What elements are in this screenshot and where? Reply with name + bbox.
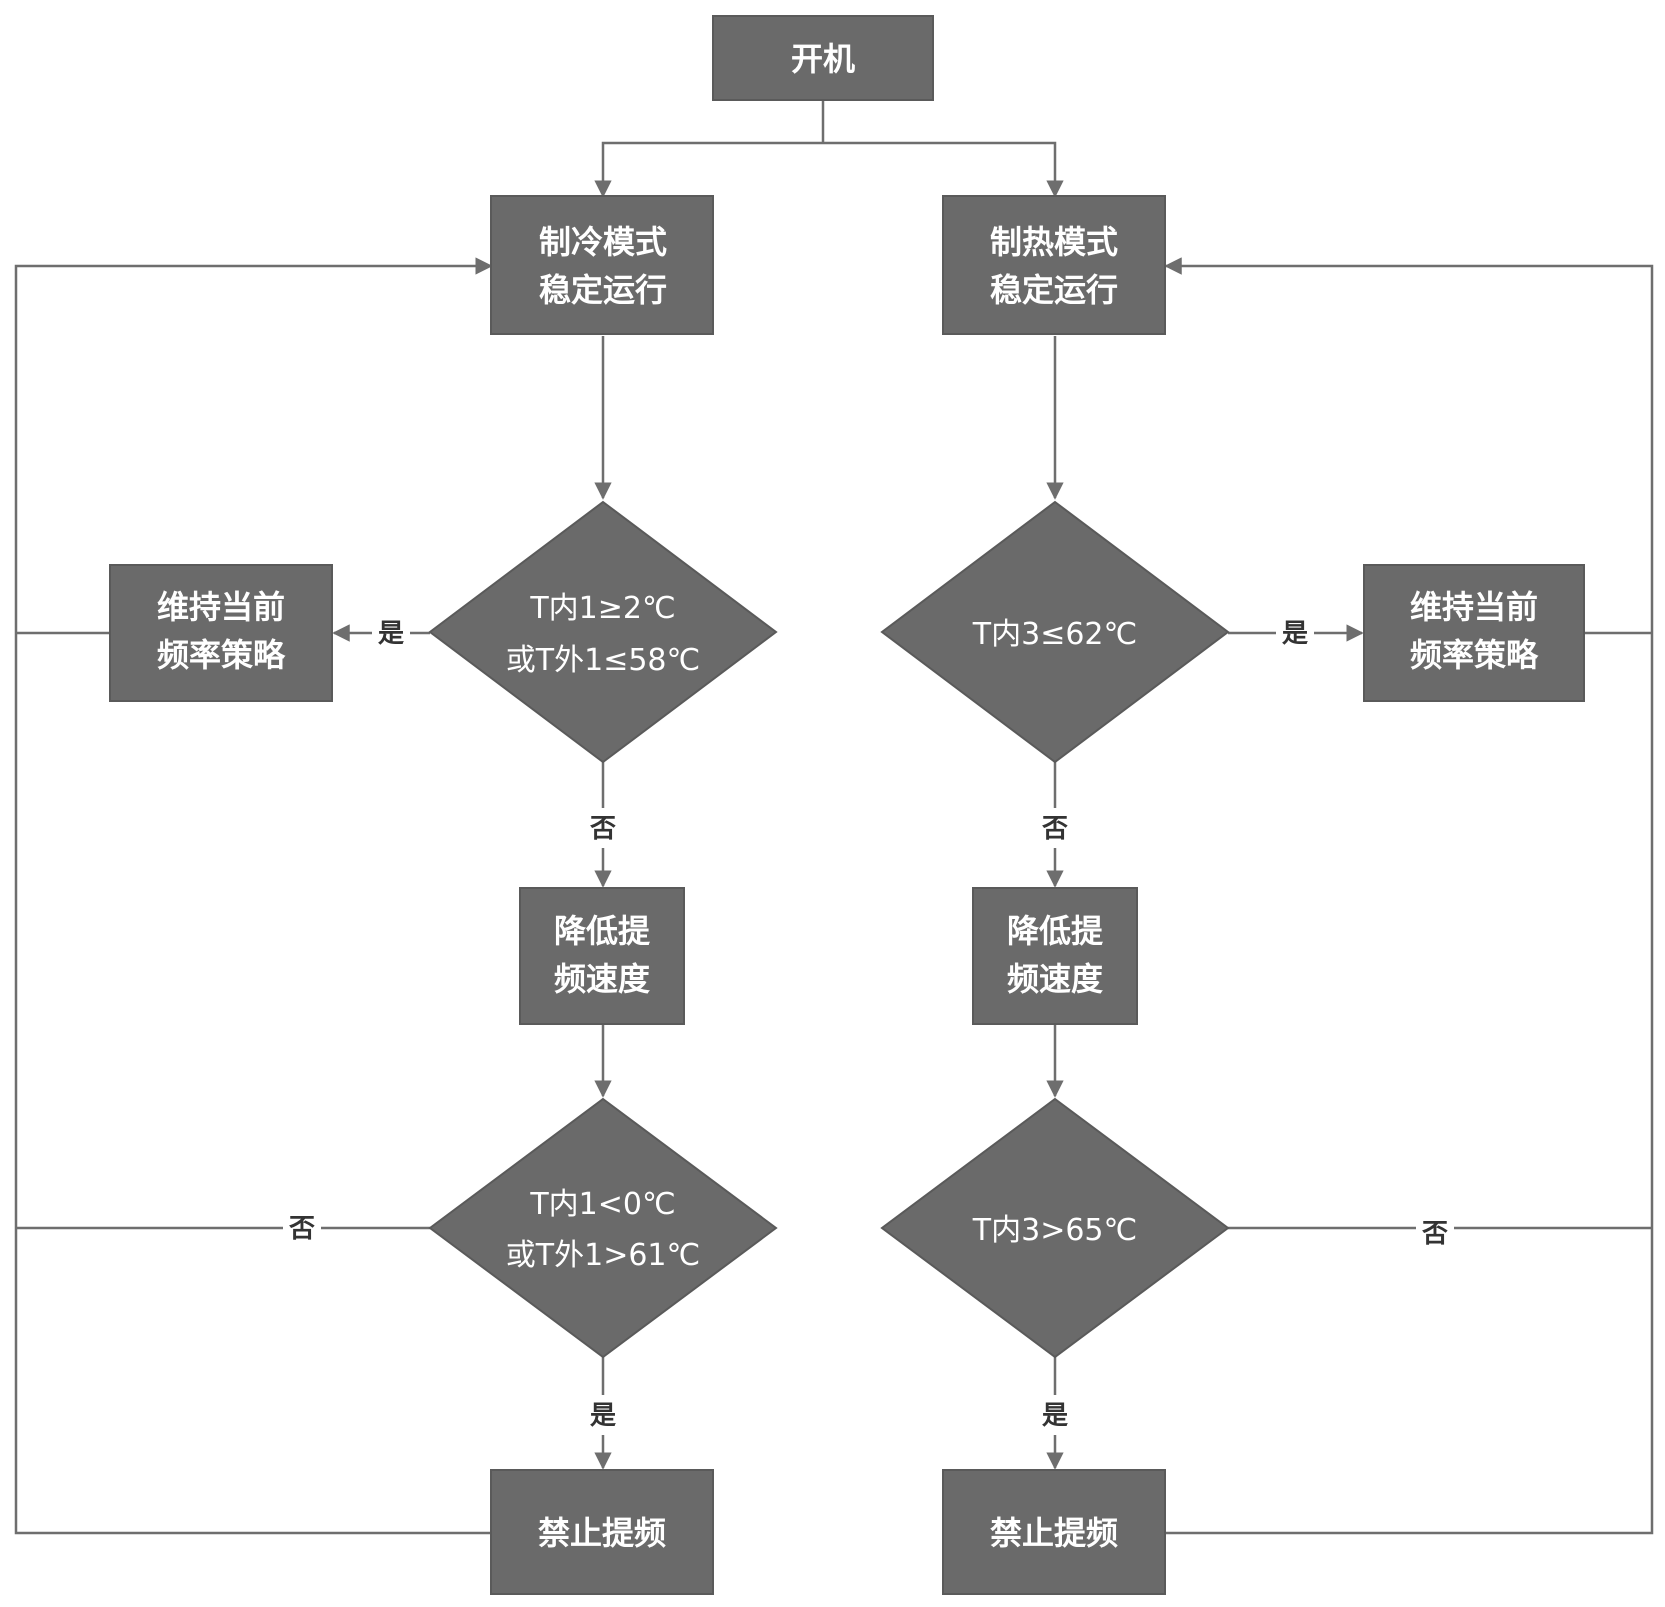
heat-cond1-line1: T内3≤62℃ <box>972 617 1137 652</box>
cool-reduce-line1: 降低提 <box>554 912 651 950</box>
edge-labels: 是 否 否 是 是 否 否 是 <box>283 612 1454 1435</box>
label-heat-cond2-yes: 是 <box>1042 1401 1068 1431</box>
edge-cool-loop-back <box>14 257 493 1535</box>
edge-start-to-cool <box>594 141 823 198</box>
node-heat-cond1: T内3≤62℃ <box>880 500 1230 764</box>
node-cool-maintain: 维持当前 频率策略 <box>109 564 333 702</box>
node-heat-forbid: 禁止提频 <box>942 1469 1166 1595</box>
node-cool-mode: 制冷模式 稳定运行 <box>490 195 714 335</box>
label-heat-cond1-no: 否 <box>1042 814 1068 844</box>
node-heat-maintain: 维持当前 频率策略 <box>1363 564 1585 702</box>
edge-heat-loop-back <box>1164 257 1654 1535</box>
cool-cond2-line2: 或T外1>61℃ <box>506 1238 700 1273</box>
start-label: 开机 <box>791 40 855 78</box>
node-heat-cond2: T内3>65℃ <box>880 1097 1230 1359</box>
node-cool-forbid: 禁止提频 <box>490 1469 714 1595</box>
label-cool-cond1-no: 否 <box>590 814 616 844</box>
node-heat-mode: 制热模式 稳定运行 <box>942 195 1166 335</box>
cool-mode-line1: 制冷模式 <box>539 223 667 261</box>
connectors <box>14 100 1654 1535</box>
cool-forbid-label: 禁止提频 <box>538 1514 666 1552</box>
heat-reduce-line1: 降低提 <box>1007 912 1104 950</box>
label-cool-cond2-yes: 是 <box>590 1401 616 1431</box>
cool-maintain-line2: 频率策略 <box>157 636 286 674</box>
node-cool-reduce: 降低提 频速度 <box>519 887 685 1025</box>
label-cool-cond1-yes: 是 <box>378 619 404 649</box>
cool-cond1-line2: 或T外1≤58℃ <box>506 643 700 678</box>
cool-maintain-line1: 维持当前 <box>157 588 285 626</box>
node-cool-cond1: T内1≥2℃ 或T外1≤58℃ <box>428 500 778 764</box>
heat-maintain-line1: 维持当前 <box>1410 588 1538 626</box>
cool-mode-line2: 稳定运行 <box>539 271 667 309</box>
label-heat-cond1-yes: 是 <box>1282 619 1308 649</box>
label-heat-cond2-no: 否 <box>1422 1219 1448 1249</box>
label-cool-cond2-no: 否 <box>289 1214 315 1244</box>
node-heat-reduce: 降低提 频速度 <box>972 887 1138 1025</box>
heat-mode-line1: 制热模式 <box>990 223 1118 261</box>
cool-reduce-line2: 频速度 <box>554 960 650 998</box>
cool-cond2-line1: T内1<0℃ <box>529 1187 675 1222</box>
heat-mode-line2: 稳定运行 <box>990 271 1118 309</box>
node-cool-cond2: T内1<0℃ 或T外1>61℃ <box>428 1097 778 1359</box>
node-start: 开机 <box>712 15 934 101</box>
heat-cond2-line1: T内3>65℃ <box>972 1213 1137 1248</box>
edge-start-to-heat <box>823 141 1064 198</box>
heat-forbid-label: 禁止提频 <box>990 1514 1118 1552</box>
heat-maintain-line2: 频率策略 <box>1410 636 1539 674</box>
heat-reduce-line2: 频速度 <box>1007 960 1103 998</box>
cool-cond1-line1: T内1≥2℃ <box>529 591 675 626</box>
